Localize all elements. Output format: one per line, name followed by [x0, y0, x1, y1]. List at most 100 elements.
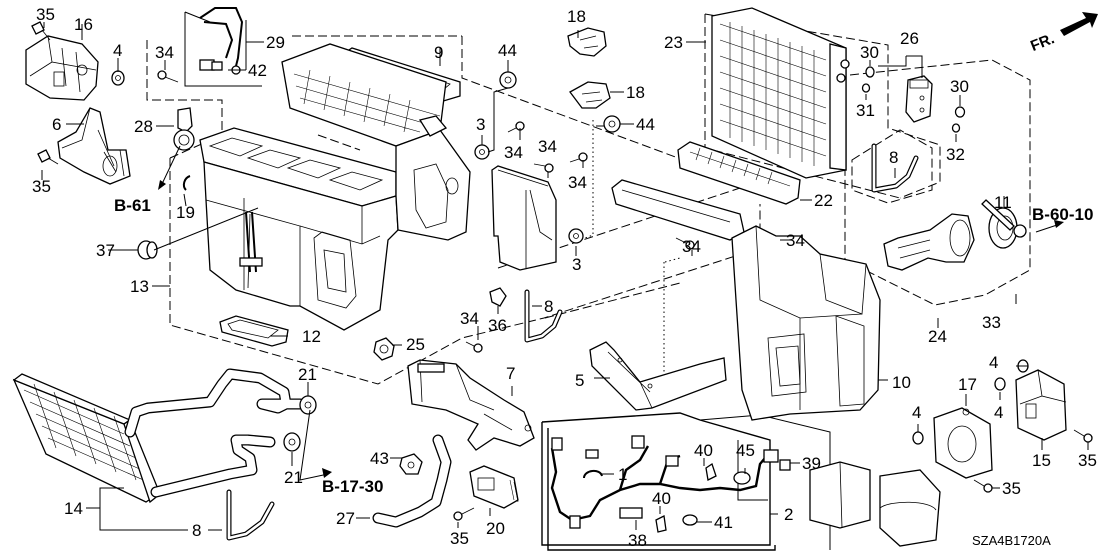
part-29-sensor: [199, 7, 244, 75]
clip-45: [733, 471, 751, 485]
part-25-nut: [373, 337, 395, 361]
callout-30: 30: [860, 43, 879, 62]
screw-34g: [465, 341, 483, 353]
callout-21: 21: [298, 365, 317, 384]
grommet-4c: [994, 377, 1006, 391]
callout-11: 11: [994, 193, 1012, 212]
part-28-sensor: [173, 107, 195, 151]
callout-34: 34: [460, 309, 479, 328]
part-6-duct: [57, 107, 131, 185]
callout-19: 19: [176, 203, 195, 222]
callout-8: 8: [889, 148, 898, 167]
part-12-seal: [219, 315, 289, 347]
grommet-44a: [499, 71, 517, 89]
callout-3: 3: [476, 115, 485, 134]
callout-15: 15: [1032, 451, 1051, 470]
reference-b-60-10: B-60-10: [1032, 205, 1093, 224]
callout-10: 10: [892, 373, 911, 392]
part-16-mode-actuator: [25, 35, 99, 101]
clip-40a: [705, 462, 717, 481]
callout-14: 14: [64, 499, 83, 518]
callout-22: 22: [814, 191, 833, 210]
leader-lines: [41, 20, 1089, 531]
callout-34: 34: [504, 143, 523, 162]
screw-35e: [1073, 429, 1093, 443]
callout-12: 12: [302, 327, 321, 346]
o-ring-30b: [954, 106, 966, 118]
callout-34: 34: [786, 231, 805, 250]
part-36-clip: [489, 287, 507, 307]
callout-37: 37: [96, 241, 115, 260]
callout-8: 8: [544, 297, 553, 316]
part-23-evaporator: [711, 7, 850, 179]
reference-b-17-30: B-17-30: [322, 477, 383, 496]
o-ring-30a: [865, 66, 875, 78]
part-8a-pipe: [871, 143, 919, 193]
grommet-3a: [474, 144, 490, 160]
part-33-bolt: [981, 199, 1027, 238]
callout-31: 31: [856, 101, 875, 120]
callout-25: 25: [406, 335, 425, 354]
part-18b-bracket: [569, 81, 611, 109]
screw-34e: [675, 237, 695, 250]
dotted-bracket-5: [663, 257, 681, 390]
grommet-3b: [568, 228, 584, 244]
connector-38: [619, 507, 643, 519]
callout-29: 29: [266, 33, 285, 52]
callout-2: 2: [784, 505, 793, 524]
part-cover-mid: [491, 165, 557, 271]
grommet-21a: [299, 395, 317, 415]
grommet-4d: [912, 431, 924, 445]
callout-17: 17: [958, 375, 977, 394]
o-ring-32: [951, 123, 961, 133]
callout-35: 35: [1078, 451, 1097, 470]
callout-4: 4: [994, 403, 1003, 422]
grommet-21b: [283, 432, 301, 452]
sensor-group-29: [184, 11, 262, 87]
heater-core-group-outline: [317, 134, 361, 151]
callout-34: 34: [682, 237, 701, 256]
diagram-code: SZA4B1720A: [972, 533, 1051, 548]
part-22-filter-cover: [677, 141, 801, 205]
callout-35: 35: [32, 177, 51, 196]
callout-34: 34: [155, 43, 174, 62]
callout-3: 3: [572, 255, 581, 274]
callout-26: 26: [900, 29, 919, 48]
callout-20: 20: [486, 519, 505, 538]
callout-45: 45: [736, 441, 755, 460]
screw-35d: [973, 479, 993, 493]
reference-arrows: [158, 145, 1064, 481]
part-15-actuator: [1015, 369, 1067, 441]
part-18a-bracket: [567, 27, 607, 57]
front-direction-arrow: [1060, 12, 1098, 36]
callout-30: 30: [950, 77, 969, 96]
part-24-pipe-fitting: [883, 213, 975, 271]
part-11-seal-ring: [988, 207, 1018, 249]
callout-labels: 35 16 4 34 29 42 6 28 35 19 37 13 12 9 3…: [32, 5, 1097, 550]
callout-35: 35: [450, 529, 469, 548]
part-13-heater-housing: [199, 43, 471, 331]
callout-38: 38: [628, 531, 647, 550]
callout-33: 33: [982, 313, 1001, 332]
callout-40: 40: [652, 489, 671, 508]
part-8b-pipe: [524, 289, 563, 343]
reference-b-61: B-61: [114, 196, 151, 215]
callout-7: 7: [506, 364, 515, 383]
screw-34b: [507, 121, 525, 133]
callout-4: 4: [912, 403, 921, 422]
part-2-blower-motor: [809, 461, 941, 547]
screw-34c: [533, 163, 554, 173]
callout-1: 1: [618, 465, 627, 484]
part-17-actuator: [933, 407, 993, 479]
housing-group-outline: [169, 35, 761, 385]
part-26-expansion-valve: [905, 75, 933, 123]
callout-35: 35: [36, 5, 55, 24]
part-20-power-transistor: [469, 465, 519, 509]
callout-35: 35: [1002, 479, 1021, 498]
callout-28: 28: [134, 117, 153, 136]
part-7-duct: [407, 359, 535, 451]
part-10-blower-housing: [731, 225, 881, 421]
pipe-group-8-outline: [851, 129, 933, 204]
callout-9: 9: [434, 43, 443, 62]
screw-34d: [569, 152, 588, 163]
